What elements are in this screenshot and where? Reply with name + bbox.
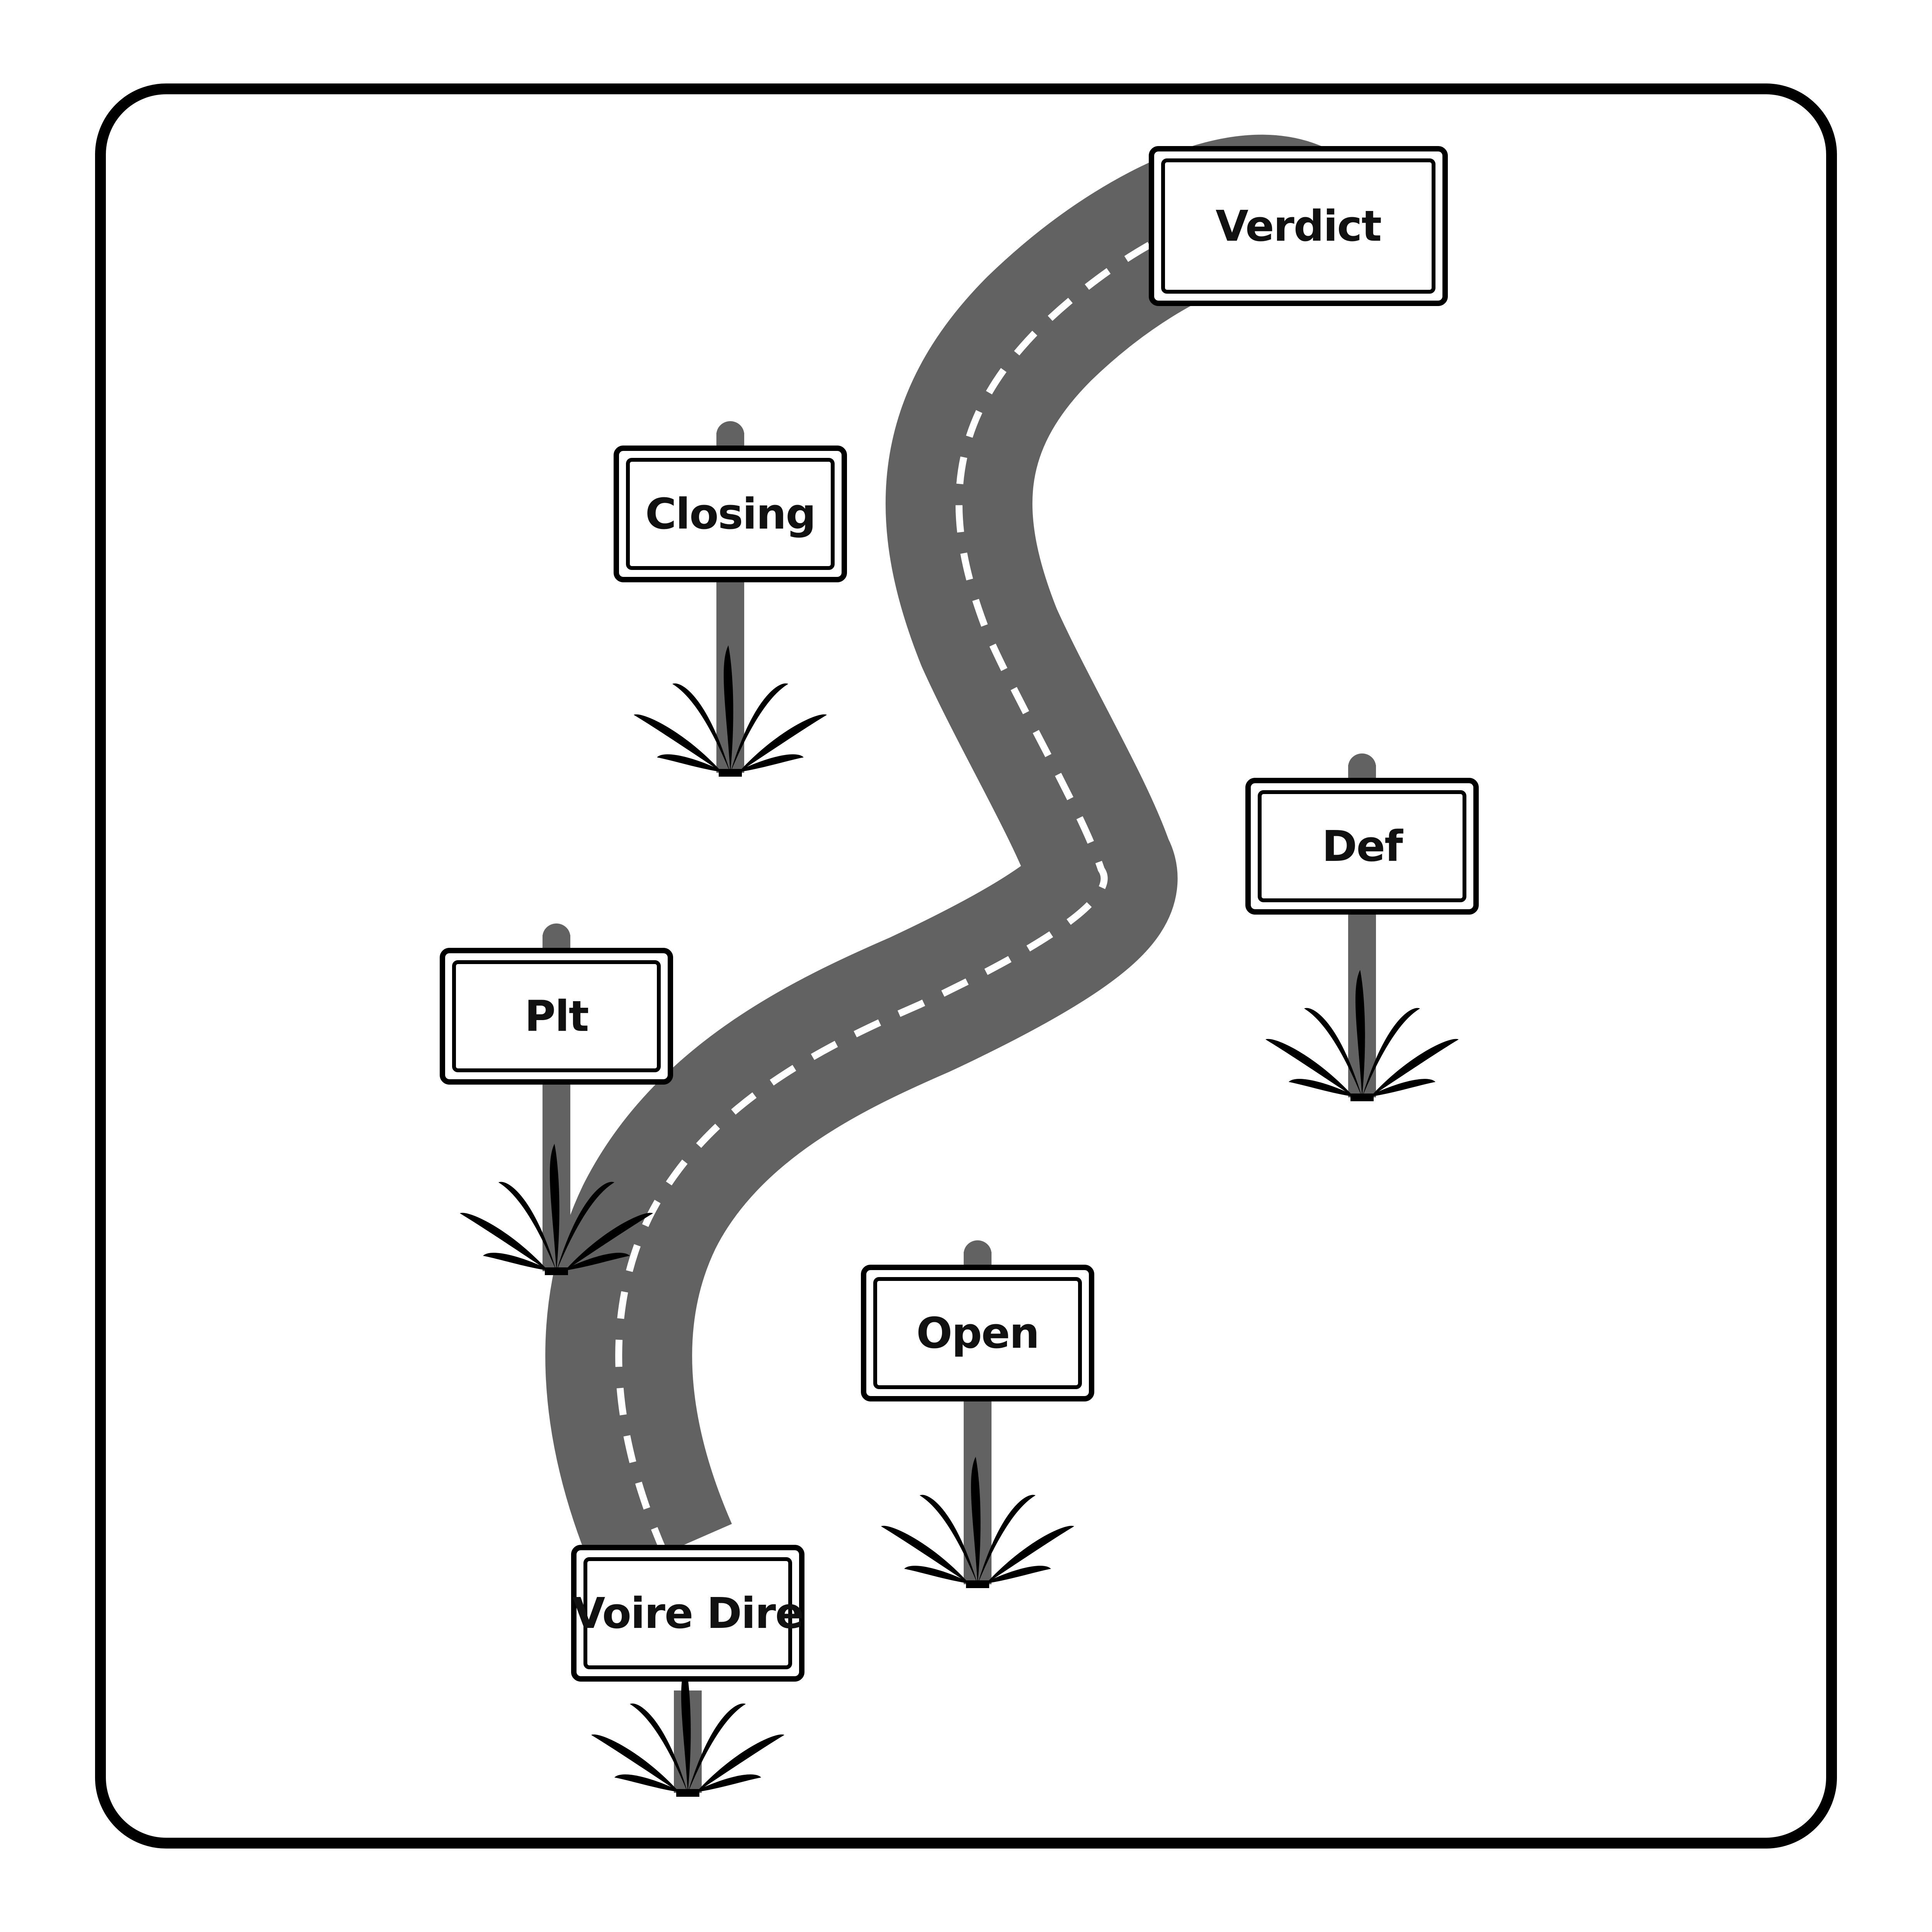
sign-label: Voire Dire [572,1588,803,1638]
grass-blade [1370,1039,1459,1097]
sign-post-cap [964,1240,992,1267]
sign-board-inner [873,1277,1082,1389]
grass-blade [985,1526,1074,1584]
grass-blade [981,1566,1051,1584]
grass-base [966,1580,989,1588]
grass-blade [681,1665,691,1793]
grass-blade [657,754,726,773]
sign-label: Plt [525,992,588,1041]
grass-blade [971,1457,981,1584]
sign-closing: Closing [614,421,847,777]
sign-board-inner [583,1557,792,1669]
sign-label: Verdict [1216,201,1381,251]
grass-blade [881,1526,970,1584]
grass-blade [614,1774,684,1793]
sign-board-inner [452,960,661,1072]
grass-base [719,769,742,777]
sign-label: Open [916,1308,1039,1358]
grass-blade [904,1566,974,1584]
grass-blade [549,1144,560,1271]
grass-blade [738,714,827,773]
sign-post-cap [543,923,570,951]
sign-board-inner [1258,790,1466,902]
sign-board-inner [1161,158,1435,294]
grass-base [545,1267,568,1275]
grass-base [676,1789,699,1797]
grass-blade [560,1253,630,1271]
sign-verdict: Verdict [1149,146,1448,306]
grass-blade [1355,970,1365,1097]
road-center-dashes [615,204,1333,1555]
grass-blade [460,1213,549,1271]
frame [95,83,1837,1849]
grass-blade [483,1253,553,1271]
grass-blade [1289,1079,1358,1097]
sign-post-cap [716,421,744,448]
grass-blade [696,1734,784,1793]
grass-blade [564,1213,653,1271]
sign-voire-dire: Voire Dire [571,1545,804,1797]
sign-post-cap [1348,753,1376,781]
grass-base [1350,1094,1374,1101]
grass-blade [1366,1079,1435,1097]
grass-blade [734,754,804,773]
sign-open: Open [861,1240,1094,1588]
grass-blade [723,645,733,773]
grass-blade [1265,1039,1354,1097]
grass-blade [692,1774,761,1793]
grass-blade [634,714,723,773]
grass-blade [591,1734,680,1793]
road [545,134,1402,1583]
sign-board-inner [626,458,835,570]
sign-def: Def [1245,753,1479,1101]
sign-label: Closing [645,489,815,539]
sign-plt: Plt [440,923,673,1275]
sign-label: Def [1322,821,1403,871]
